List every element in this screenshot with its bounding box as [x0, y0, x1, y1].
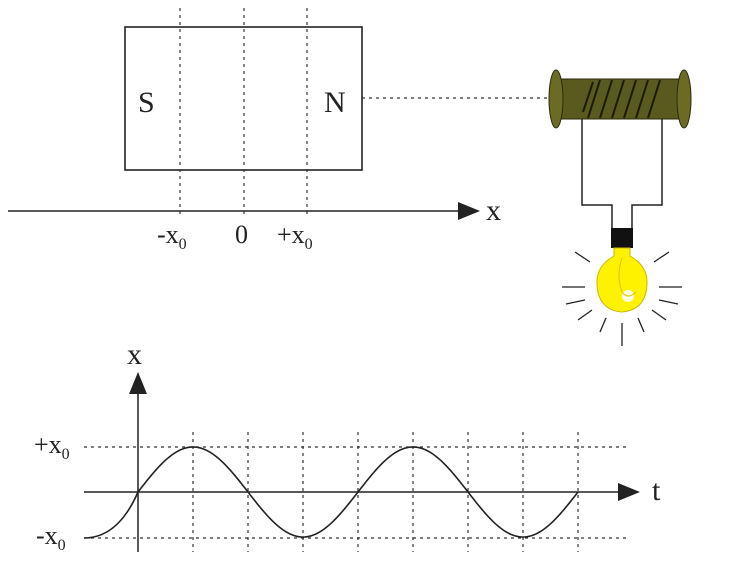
graph-t-axis-label: t [652, 474, 661, 507]
curve-lead-in [83, 491, 139, 539]
magnet-south-label: S [138, 86, 155, 119]
position-axis-arrow-icon [458, 202, 480, 220]
upper-level-label: +x0 [34, 430, 70, 463]
wire-left [581, 118, 613, 228]
position-time-graph: x t +x0 -x0 [34, 338, 661, 554]
graph-y-axis-arrow-icon [129, 372, 147, 394]
series-line-position [137, 446, 579, 538]
light-bulb-icon [596, 228, 648, 313]
tick-label-plus-x0: +x0 [277, 220, 313, 253]
graph-y-axis-label: x [127, 338, 142, 371]
position-axis: x -x0 0 +x0 [8, 194, 501, 253]
magnet-north-label: N [324, 86, 346, 119]
wire-right [631, 118, 663, 228]
tick-label-zero: 0 [235, 220, 248, 249]
tick-label-minus-x0: -x0 [157, 220, 187, 253]
coil-icon [548, 69, 692, 129]
coil-circuit [548, 69, 692, 346]
position-axis-label: x [486, 194, 501, 227]
lower-level-label: -x0 [36, 521, 66, 554]
graph-t-axis-arrow-icon [618, 483, 640, 501]
graph-grid [192, 432, 579, 552]
bulb-glow-rays [562, 251, 682, 346]
